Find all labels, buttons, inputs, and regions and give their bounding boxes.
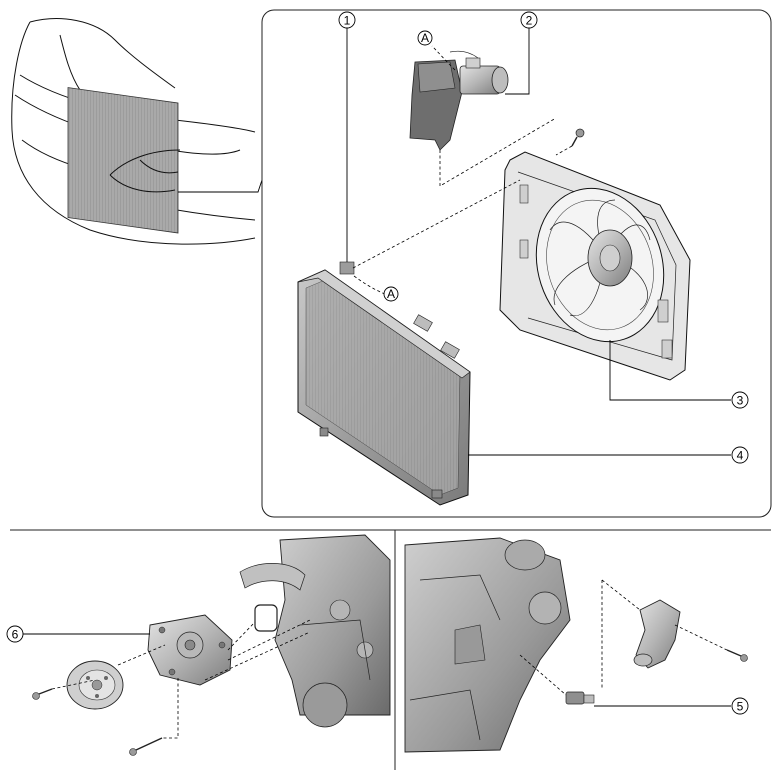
vehicle-front-illustration — [11, 18, 263, 245]
engine-block-left — [239, 534, 391, 728]
callout-4: 4 — [731, 446, 749, 464]
svg-text:4: 4 — [737, 449, 744, 463]
svg-text:1: 1 — [344, 14, 351, 28]
temperature-sensor — [565, 691, 595, 705]
svg-text:2: 2 — [526, 14, 533, 28]
engine-block-right — [404, 537, 571, 753]
water-pump-pulley — [66, 660, 124, 710]
callout-leaders — [346, 28, 731, 456]
pump-bolt-icon — [129, 737, 163, 756]
water-pump — [147, 614, 233, 686]
callout-1: 1 — [338, 11, 356, 29]
thermostat-guide-lines — [519, 579, 728, 696]
svg-text:6: 6 — [12, 628, 19, 642]
pulley-bolt-icon — [32, 688, 53, 700]
thermostat-housing — [633, 599, 681, 669]
water-pump-guide-lines — [51, 619, 311, 739]
callout-6: 6 — [6, 625, 24, 643]
coolant-reservoir-tank — [409, 50, 509, 151]
assembly-guide-lines — [352, 45, 573, 295]
exploded-view-frame — [261, 9, 772, 518]
thermostat-bolt-icon — [726, 649, 748, 662]
radiator — [297, 261, 471, 506]
svg-text:A: A — [421, 31, 429, 45]
reference-a-reservoir: A — [417, 30, 433, 46]
callout-5: 5 — [731, 697, 749, 715]
svg-text:A: A — [387, 287, 395, 301]
cooling-fan-assembly — [499, 151, 691, 381]
water-pump-gasket — [254, 604, 278, 632]
callout-3: 3 — [731, 391, 749, 409]
reference-a-radiator: A — [383, 286, 399, 302]
callout-2: 2 — [520, 11, 538, 29]
mounting-bolt-icon — [571, 128, 585, 147]
svg-text:5: 5 — [737, 700, 744, 714]
svg-text:3: 3 — [737, 394, 744, 408]
